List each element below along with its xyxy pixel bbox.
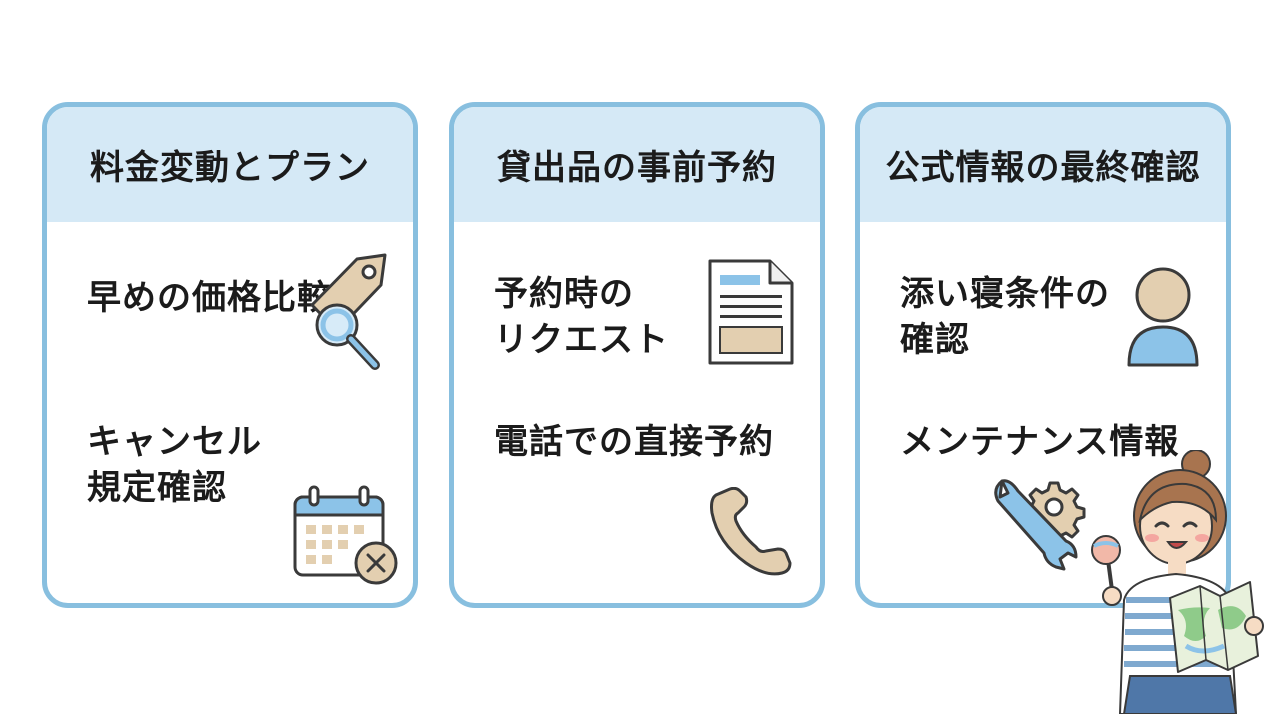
document-form-icon (706, 257, 796, 367)
card-title: 貸出品の事前予約 (497, 148, 777, 188)
card-title: 料金変動とプラン (90, 148, 370, 188)
calendar-cancel-icon (290, 485, 402, 589)
card-header: 料金変動とプラン (47, 107, 413, 222)
wrench-gear-icon (988, 473, 1088, 577)
girl-illustration (1090, 449, 1280, 715)
item-maintenance-info: メンテナンス情報 (900, 422, 1180, 462)
card-rental-reservation: 貸出品の事前予約 予約時の リクエスト 電話での直接予約 (449, 102, 825, 608)
item-reservation-request: 予約時の リクエスト (494, 274, 669, 360)
card-header: 公式情報の最終確認 (860, 107, 1226, 222)
card-header: 貸出品の事前予約 (454, 107, 820, 222)
item-co-sleeping-conditions: 添い寝条件の 確認 (900, 274, 1110, 360)
phone-icon (706, 487, 798, 579)
item-early-price-comparison: 早めの価格比較 (87, 278, 332, 318)
card-title: 公式情報の最終確認 (885, 148, 1201, 188)
item-cancel-policy: キャンセル 規定確認 (87, 422, 262, 508)
card-pricing: 料金変動とプラン 早めの価格比較 キャンセル 規定確認 (42, 102, 418, 608)
item-phone-reservation: 電話での直接予約 (494, 422, 774, 462)
person-icon (1125, 265, 1201, 369)
price-tag-magnifier-icon (297, 247, 397, 377)
